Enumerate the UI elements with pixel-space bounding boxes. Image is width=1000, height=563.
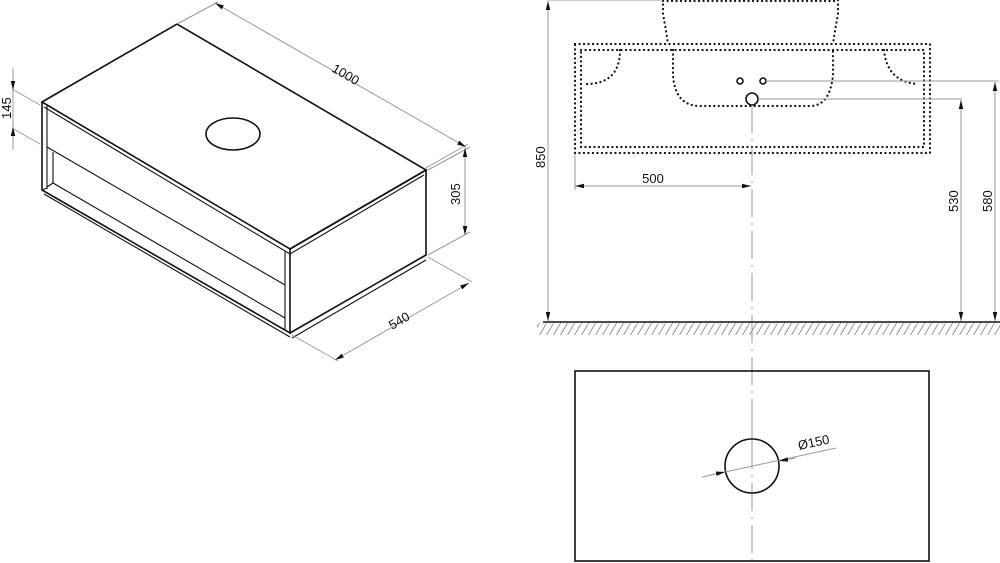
dim-waste-height-label: 530 (946, 190, 961, 212)
dim-depth-label: 540 (386, 309, 412, 333)
front-elevation-view: 850 500 530 580 (533, 0, 1000, 563)
dim-hole-diameter-label: Ø150 (797, 432, 831, 453)
top-plan-view: Ø150 (574, 370, 930, 562)
cabinet-top-face (40, 23, 428, 250)
waste-outlet (745, 92, 759, 106)
dim-drawer-height-label: 145 (0, 97, 14, 119)
tap-hole-right (759, 77, 767, 85)
basin-hole (205, 117, 261, 151)
tap-hole-left (736, 77, 744, 85)
dim-offset-label: 500 (642, 171, 664, 186)
basin-hole-plan (724, 438, 780, 494)
isometric-view: 1000 305 540 145 (0, 1, 473, 362)
dim-width-label: 1000 (330, 61, 363, 88)
dim-height-label: 305 (448, 183, 463, 205)
drawer-split-line (46, 146, 286, 286)
dim-total-height-label: 850 (533, 146, 548, 168)
dim-tap-height-label: 580 (980, 190, 995, 212)
countertop-outline (574, 370, 930, 562)
